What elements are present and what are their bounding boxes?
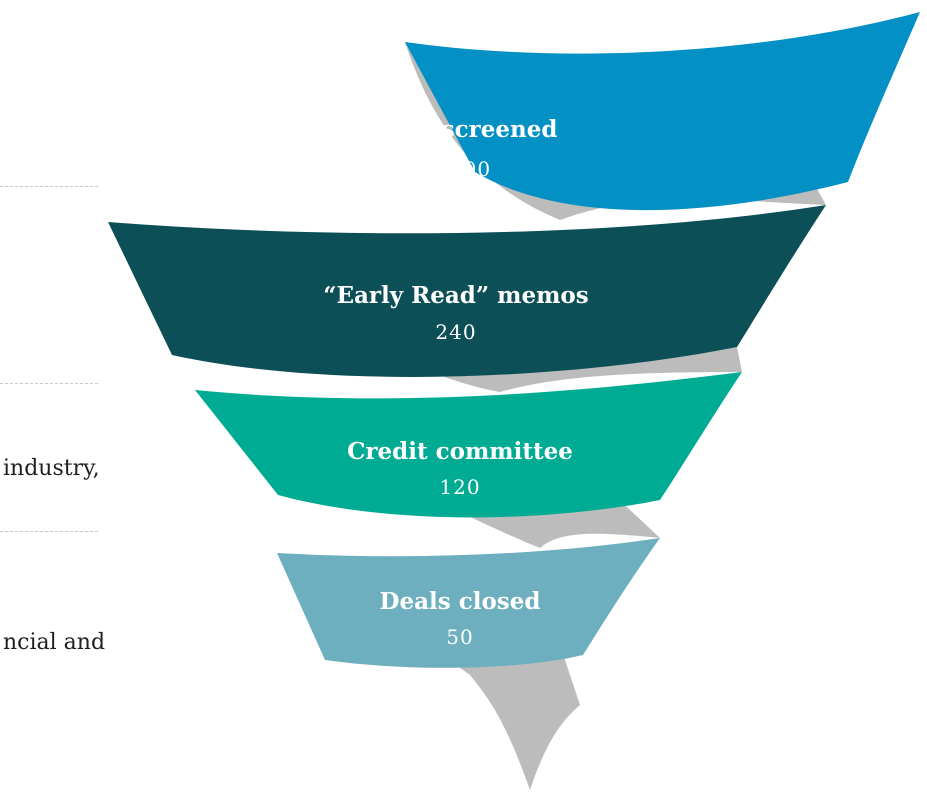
stage-value-1: 1,000 [429, 157, 491, 181]
stage-label-1: Deals screened [363, 116, 558, 143]
stage-band-3 [195, 372, 742, 518]
stage-label-2: “Early Read” memos [323, 282, 588, 309]
stage-value-4: 50 [446, 625, 473, 649]
stage-band-4 [277, 538, 660, 668]
separator-line [0, 383, 98, 384]
stage-band-1 [405, 12, 920, 211]
stage-label-4: Deals closed [380, 588, 541, 615]
stage-value-3: 120 [439, 475, 480, 499]
side-note-financial: ncial and [3, 630, 106, 655]
separator-line [0, 186, 98, 187]
stage-label-3: Credit committee [347, 438, 573, 465]
stage-band-2 [108, 205, 826, 377]
stage-value-2: 240 [435, 320, 476, 344]
side-note-industry: industry, [3, 456, 100, 481]
separator-line [0, 531, 98, 532]
